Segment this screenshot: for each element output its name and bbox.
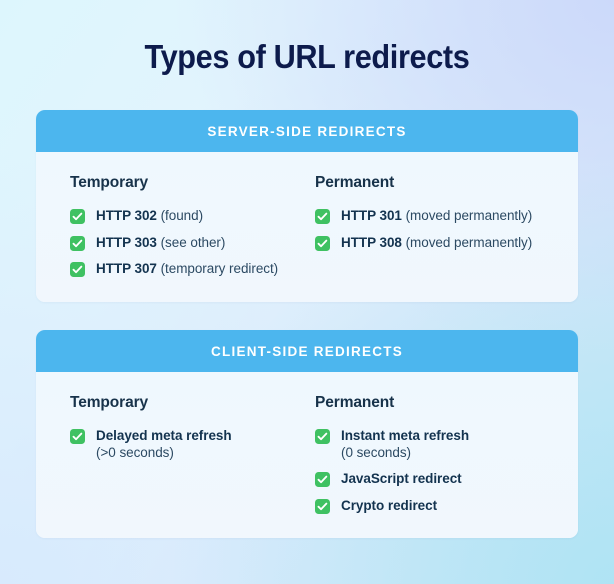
page-title: Types of URL redirects	[144, 38, 470, 75]
redirect-list: HTTP 301 (moved permanently) HTTP 308 (m…	[315, 208, 578, 251]
list-item-text: HTTP 301 (moved permanently)	[341, 208, 532, 225]
redirect-list: Instant meta refresh (0 seconds) JavaScr…	[315, 428, 578, 514]
column-title: Temporary	[70, 394, 149, 411]
redirect-code: Crypto redirect	[341, 497, 438, 513]
list-item-text: Crypto redirect	[341, 498, 437, 515]
list-item: HTTP 307 (temporary redirect)	[70, 261, 285, 278]
redirect-desc: (see other)	[160, 234, 226, 250]
check-icon	[315, 235, 330, 251]
list-item-text: Delayed meta refresh (>0 seconds)	[96, 428, 232, 461]
list-item-text: Instant meta refresh (0 seconds)	[341, 428, 469, 461]
redirect-desc: (temporary redirect)	[160, 261, 279, 276]
redirect-list: HTTP 302 (found) HTTP 303 (see other)	[70, 208, 285, 278]
redirect-code: JavaScript redirect	[341, 471, 462, 486]
redirect-code: Delayed meta refresh	[96, 428, 232, 443]
column-permanent: Permanent Instant meta refresh (0 second…	[285, 394, 578, 514]
column-temporary: Temporary Delayed meta refresh (>0 secon…	[36, 394, 285, 514]
column-title: Permanent	[315, 174, 395, 191]
redirect-list: Delayed meta refresh (>0 seconds)	[70, 428, 285, 461]
column-temporary: Temporary HTTP 302 (found)	[36, 174, 285, 278]
check-icon	[70, 209, 85, 224]
column-title: Permanent	[315, 394, 395, 411]
check-icon	[315, 472, 330, 487]
redirect-subtext: (0 seconds)	[341, 444, 411, 460]
check-icon	[315, 209, 330, 224]
list-item-text: HTTP 307 (temporary redirect)	[96, 261, 278, 278]
list-item-text: HTTP 303 (see other)	[96, 235, 225, 252]
card-header-client-side: CLIENT-SIDE REDIRECTS	[36, 330, 578, 372]
redirect-desc: (moved permanently)	[405, 208, 533, 223]
list-item: Delayed meta refresh (>0 seconds)	[70, 428, 285, 461]
redirect-code: HTTP 308	[341, 234, 402, 250]
list-item: HTTP 308 (moved permanently)	[315, 235, 578, 252]
check-icon	[70, 262, 85, 277]
list-item: JavaScript redirect	[315, 471, 578, 488]
redirect-code: HTTP 307	[96, 261, 157, 276]
card-body-client-side: Temporary Delayed meta refresh (>0 secon…	[36, 372, 578, 538]
list-item-text: HTTP 308 (moved permanently)	[341, 235, 532, 252]
check-icon	[315, 498, 330, 514]
redirect-code: HTTP 301	[341, 208, 402, 223]
redirect-code: Instant meta refresh	[341, 428, 470, 443]
redirect-desc: (moved permanently)	[405, 234, 533, 250]
list-item: HTTP 301 (moved permanently)	[315, 208, 578, 225]
redirect-desc: (found)	[160, 208, 204, 223]
list-item: Crypto redirect	[315, 498, 578, 515]
card-client-side-redirects: CLIENT-SIDE REDIRECTS Temporary Delayed …	[36, 330, 578, 538]
list-item: HTTP 303 (see other)	[70, 235, 285, 252]
column-title: Temporary	[70, 174, 149, 191]
redirect-subtext: (>0 seconds)	[96, 444, 174, 460]
card-server-side-redirects: SERVER-SIDE REDIRECTS Temporary HTTP 302…	[36, 110, 578, 302]
column-permanent: Permanent HTTP 301 (moved permanently)	[285, 174, 578, 278]
list-item-text: HTTP 302 (found)	[96, 208, 203, 225]
redirect-code: HTTP 303	[96, 234, 157, 250]
check-icon	[70, 235, 85, 251]
list-item-text: JavaScript redirect	[341, 471, 462, 488]
redirect-code: HTTP 302	[96, 208, 157, 223]
list-item: HTTP 302 (found)	[70, 208, 285, 225]
card-body-server-side: Temporary HTTP 302 (found)	[36, 152, 578, 302]
card-header-label: SERVER-SIDE REDIRECTS	[207, 123, 407, 139]
list-item: Instant meta refresh (0 seconds)	[315, 428, 578, 461]
check-icon	[70, 429, 85, 444]
check-icon	[315, 429, 330, 444]
card-header-server-side: SERVER-SIDE REDIRECTS	[36, 110, 578, 152]
card-header-label: CLIENT-SIDE REDIRECTS	[210, 343, 403, 359]
